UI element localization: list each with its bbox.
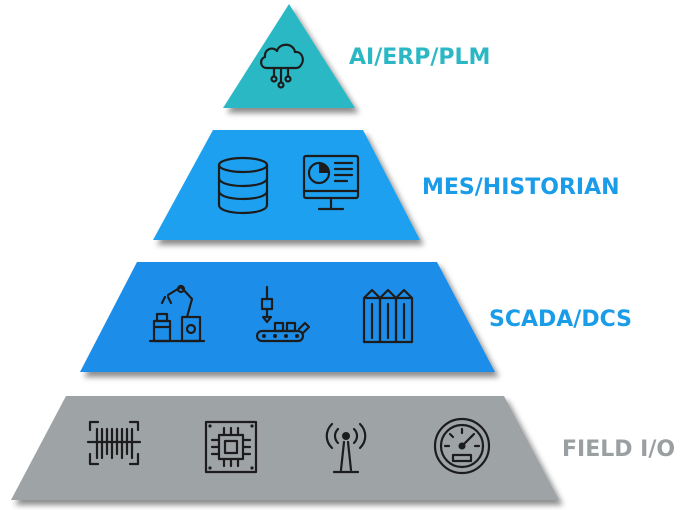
tier-label-field-io: FIELD I/O (562, 437, 675, 462)
cloud-network-icon (260, 43, 304, 89)
gauge-icon (433, 417, 491, 475)
robot-arm-icon (148, 284, 206, 343)
tier-label-scada-dcs: SCADA/DCS (489, 307, 632, 332)
tier-shape (11, 396, 559, 500)
tier-field-io: FIELD I/O (11, 396, 677, 500)
tier-scada-dcs: SCADA/DCS (80, 262, 634, 372)
barcode-scanner-icon (86, 420, 142, 466)
database-icon (217, 156, 269, 215)
tier-ai-erp-plm: AI/ERP/PLM (223, 4, 492, 108)
tier-shape (223, 4, 355, 108)
tier-label-mes-historian: MES/HISTORIAN (422, 175, 620, 200)
tier-mes-historian: MES/HISTORIAN (153, 130, 622, 240)
antenna-tower-icon (325, 422, 367, 474)
tier-label-ai-erp-plm: AI/ERP/PLM (349, 45, 490, 70)
microchip-icon (204, 420, 258, 474)
storage-silos-icon (362, 288, 414, 344)
tier-shape (153, 130, 420, 240)
conveyor-line-icon (255, 285, 311, 343)
tier-shape (80, 262, 495, 372)
dashboard-monitor-icon (302, 154, 360, 211)
